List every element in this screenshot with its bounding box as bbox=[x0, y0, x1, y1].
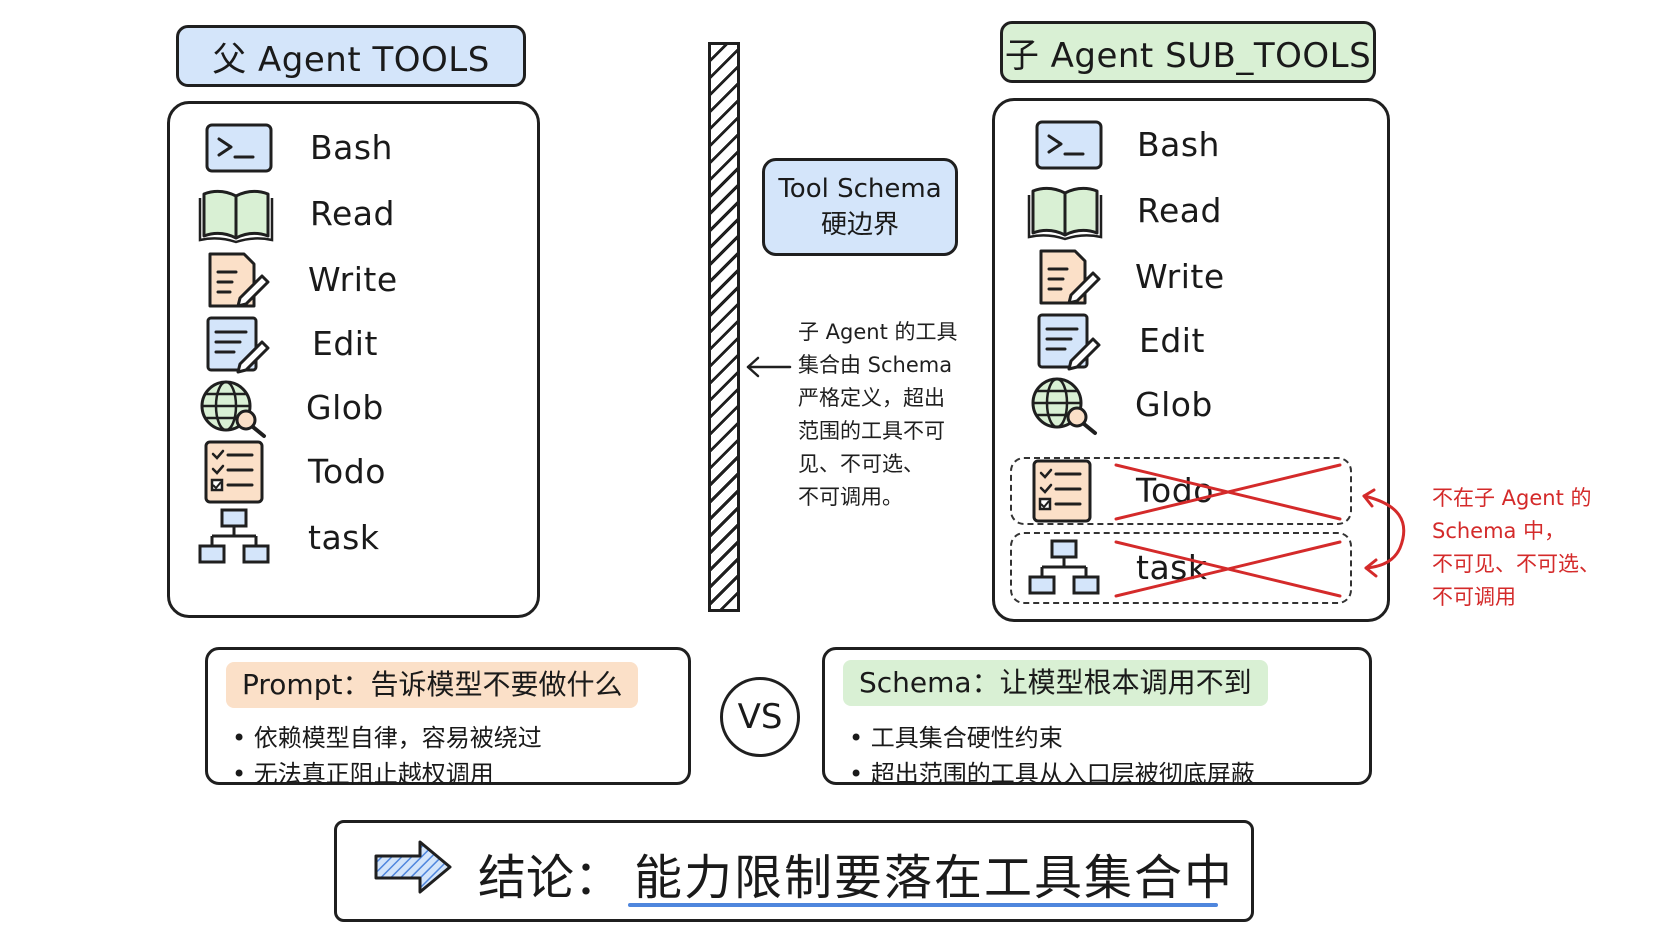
parent-tool-bash: Bash bbox=[170, 116, 537, 180]
book-icon bbox=[198, 189, 274, 244]
child-tool-edit: Edit bbox=[995, 309, 1387, 373]
excluded-note-line: Schema 中， bbox=[1432, 519, 1566, 543]
tool-label: task bbox=[308, 518, 380, 557]
cross-out-mark bbox=[1114, 540, 1342, 598]
parent-tool-edit: Edit bbox=[170, 312, 537, 376]
hierarchy-icon bbox=[1028, 539, 1100, 595]
terminal-icon bbox=[1035, 120, 1103, 170]
excluded-note-line: 不可见、不可选、 bbox=[1432, 552, 1600, 576]
parent-tool-glob: Glob bbox=[170, 376, 537, 440]
child-tools-title-text: 子 Agent SUB_TOOLS bbox=[1004, 35, 1372, 76]
child-tool-bash: Bash bbox=[995, 113, 1387, 177]
globe-search-icon bbox=[1031, 377, 1097, 435]
tool-label: Glob bbox=[1135, 385, 1213, 424]
vs-badge: VS bbox=[720, 677, 800, 757]
schema-bullet: • 工具集合硬性约束 bbox=[849, 724, 1063, 752]
pencil-document-icon bbox=[1039, 249, 1101, 305]
edit-document-icon bbox=[1037, 313, 1101, 371]
child-tool-glob: Glob bbox=[995, 373, 1387, 437]
parent-tool-write: Write bbox=[170, 248, 537, 312]
prompt-bullet: • 依赖模型自律，容易被绕过 bbox=[232, 724, 542, 752]
parent-tool-read: Read bbox=[170, 182, 537, 246]
parent-tool-task: task bbox=[170, 506, 537, 570]
tool-label: Edit bbox=[312, 324, 378, 363]
boundary-note-line: 子 Agent 的工具 bbox=[798, 320, 958, 344]
arrow-left-icon bbox=[746, 356, 792, 378]
excluded-note-line: 不可调用 bbox=[1432, 585, 1516, 609]
boundary-note-line: 集合由 Schema bbox=[798, 353, 953, 377]
schema-bullet: • 超出范围的工具从入口层被彻底屏蔽 bbox=[849, 760, 1255, 788]
conclusion-underline bbox=[628, 903, 1218, 907]
boundary-note-line: 严格定义，超出 bbox=[798, 386, 945, 410]
parent-tools-title: 父 Agent TOOLS bbox=[176, 25, 526, 87]
cross-out-mark bbox=[1114, 463, 1342, 521]
tool-label: Glob bbox=[306, 388, 384, 427]
schema-approach-title: Schema：让模型根本调用不到 bbox=[843, 660, 1268, 706]
tool-label: Write bbox=[1135, 257, 1225, 296]
schema-boundary-wall bbox=[708, 42, 740, 612]
tool-label: Bash bbox=[1137, 125, 1220, 164]
tool-label: Write bbox=[308, 260, 398, 299]
vs-text: VS bbox=[737, 697, 783, 737]
boundary-note-line: 见、不可选、 bbox=[798, 452, 924, 476]
child-tool-write: Write bbox=[995, 245, 1387, 309]
hierarchy-icon bbox=[198, 508, 270, 564]
schema-approach-box: Schema：让模型根本调用不到 • 工具集合硬性约束 • 超出范围的工具从入口… bbox=[822, 647, 1372, 788]
parent-tools-title-text: 父 Agent TOOLS bbox=[212, 39, 490, 80]
boundary-note-line: 不可调用。 bbox=[798, 485, 903, 509]
parent-tool-todo: Todo bbox=[170, 440, 537, 504]
globe-search-icon bbox=[200, 380, 266, 438]
child-tools-panel: Bash Read Write Edit bbox=[992, 98, 1390, 622]
schema-label-line2: 硬边界 bbox=[820, 210, 899, 240]
checklist-icon bbox=[1032, 459, 1092, 523]
excluded-tool-todo: Todo bbox=[1010, 457, 1352, 525]
checklist-icon bbox=[204, 440, 264, 504]
excluded-note-line: 不在子 Agent 的 bbox=[1432, 486, 1592, 510]
excluded-tool-task: task bbox=[1010, 532, 1352, 604]
arrow-right-icon bbox=[374, 840, 452, 894]
book-icon bbox=[1027, 186, 1103, 241]
pencil-document-icon bbox=[208, 252, 270, 308]
tool-label: Read bbox=[1137, 191, 1222, 230]
parent-tools-panel: Bash Read Write Edit bbox=[167, 101, 540, 618]
tool-label: Read bbox=[310, 194, 395, 233]
tool-label: Bash bbox=[310, 128, 393, 167]
conclusion-box bbox=[334, 820, 1254, 922]
tool-label: Todo bbox=[308, 452, 386, 491]
conclusion-label: 结论： bbox=[478, 850, 623, 906]
prompt-bullet: • 无法真正阻止越权调用 bbox=[232, 760, 494, 788]
excluded-note: 不在子 Agent 的 Schema 中， 不可见、不可选、 不可调用 bbox=[1432, 482, 1632, 614]
schema-label-line1: Tool Schema bbox=[778, 174, 942, 204]
child-tool-read: Read bbox=[995, 179, 1387, 243]
boundary-note: 子 Agent 的工具 集合由 Schema 严格定义，超出 范围的工具不可 见… bbox=[798, 316, 978, 514]
edit-document-icon bbox=[206, 316, 270, 374]
terminal-icon bbox=[205, 123, 273, 173]
child-tools-title: 子 Agent SUB_TOOLS bbox=[1000, 21, 1376, 83]
tool-label: Edit bbox=[1139, 321, 1205, 360]
red-curved-arrow-icon bbox=[1362, 488, 1406, 578]
prompt-approach-title: Prompt：告诉模型不要做什么 bbox=[226, 662, 639, 708]
conclusion-text: 能力限制要落在工具集合中 bbox=[634, 850, 1235, 906]
boundary-note-line: 范围的工具不可 bbox=[798, 419, 945, 443]
prompt-approach-box: Prompt：告诉模型不要做什么 • 依赖模型自律，容易被绕过 • 无法真正阻止… bbox=[205, 647, 691, 788]
tool-schema-boundary-label: Tool Schema 硬边界 bbox=[762, 158, 958, 256]
